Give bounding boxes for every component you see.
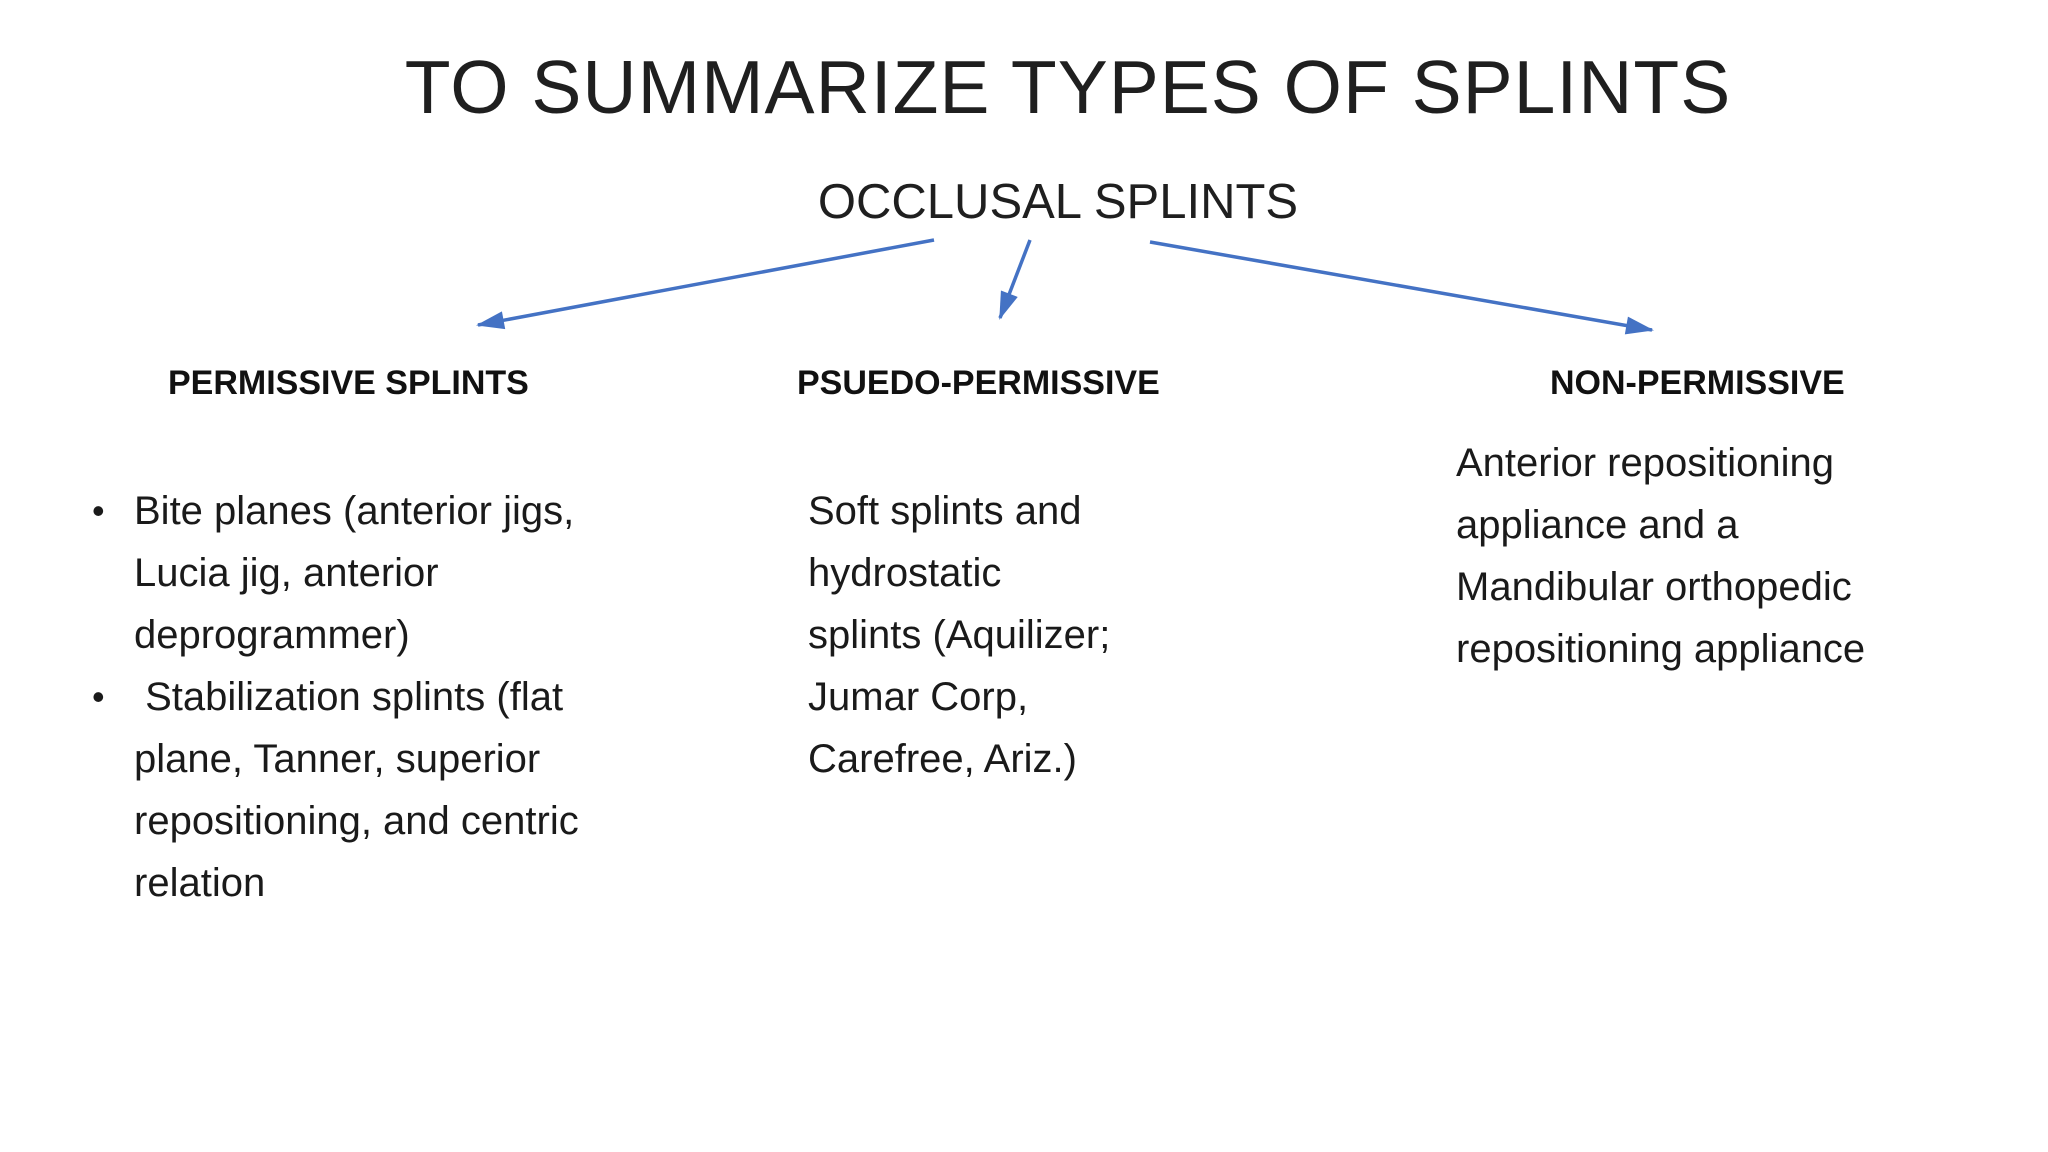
psuedo-permissive-text: Soft splints and hydrostatic splints (Aqui… [808,480,1288,790]
text-line: relation [134,861,266,905]
slide-subtitle: OCCLUSAL SPLINTS [817,175,1299,229]
column-header-permissive-splints: PERMISSIVE SPLINTS [168,364,529,402]
list-item-stabilization-splints: Stabilization splints (flat plane, Tanner… [88,666,728,914]
text-line: plane, Tanner, superior [134,737,541,781]
text-line: Carefree, Ariz.) [808,737,1077,781]
text-line: Jumar Corp, [808,675,1029,719]
text-line: hydrostatic [808,551,1002,595]
text-line: Lucia jig, anterior [134,551,439,595]
text-line: repositioning appliance [1456,627,1866,671]
text-line: Stabilization splints (flat [134,675,564,719]
slide-title: TO SUMMARIZE TYPES OF SPLINTS [404,45,1732,129]
text-line: splints (Aquilizer; [808,613,1111,657]
text-line: Anterior repositioning [1456,441,1834,485]
permissive-splints-list: Bite planes (anterior jigs, Lucia jig, an… [88,480,728,914]
arrow-middle-icon [998,239,1032,320]
text-line: Mandibular orthopedic [1456,565,1852,609]
text-line: Bite planes (anterior jigs, [134,489,575,533]
non-permissive-text: Anterior repositioning appliance and a Man… [1456,432,1996,680]
arrow-right-icon [1149,240,1654,335]
list-item-bite-planes: Bite planes (anterior jigs, Lucia jig, an… [88,480,728,666]
text-line: deprogrammer) [134,613,410,657]
column-header-psuedo-permissive: PSUEDO-PERMISSIVE [797,364,1160,402]
text-line: appliance and a [1456,503,1739,547]
arrow-left-icon [476,238,935,330]
column-header-non-permissive: NON-PERMISSIVE [1550,364,1845,402]
text-line: Soft splints and [808,489,1082,533]
text-line: repositioning, and centric [134,799,579,843]
